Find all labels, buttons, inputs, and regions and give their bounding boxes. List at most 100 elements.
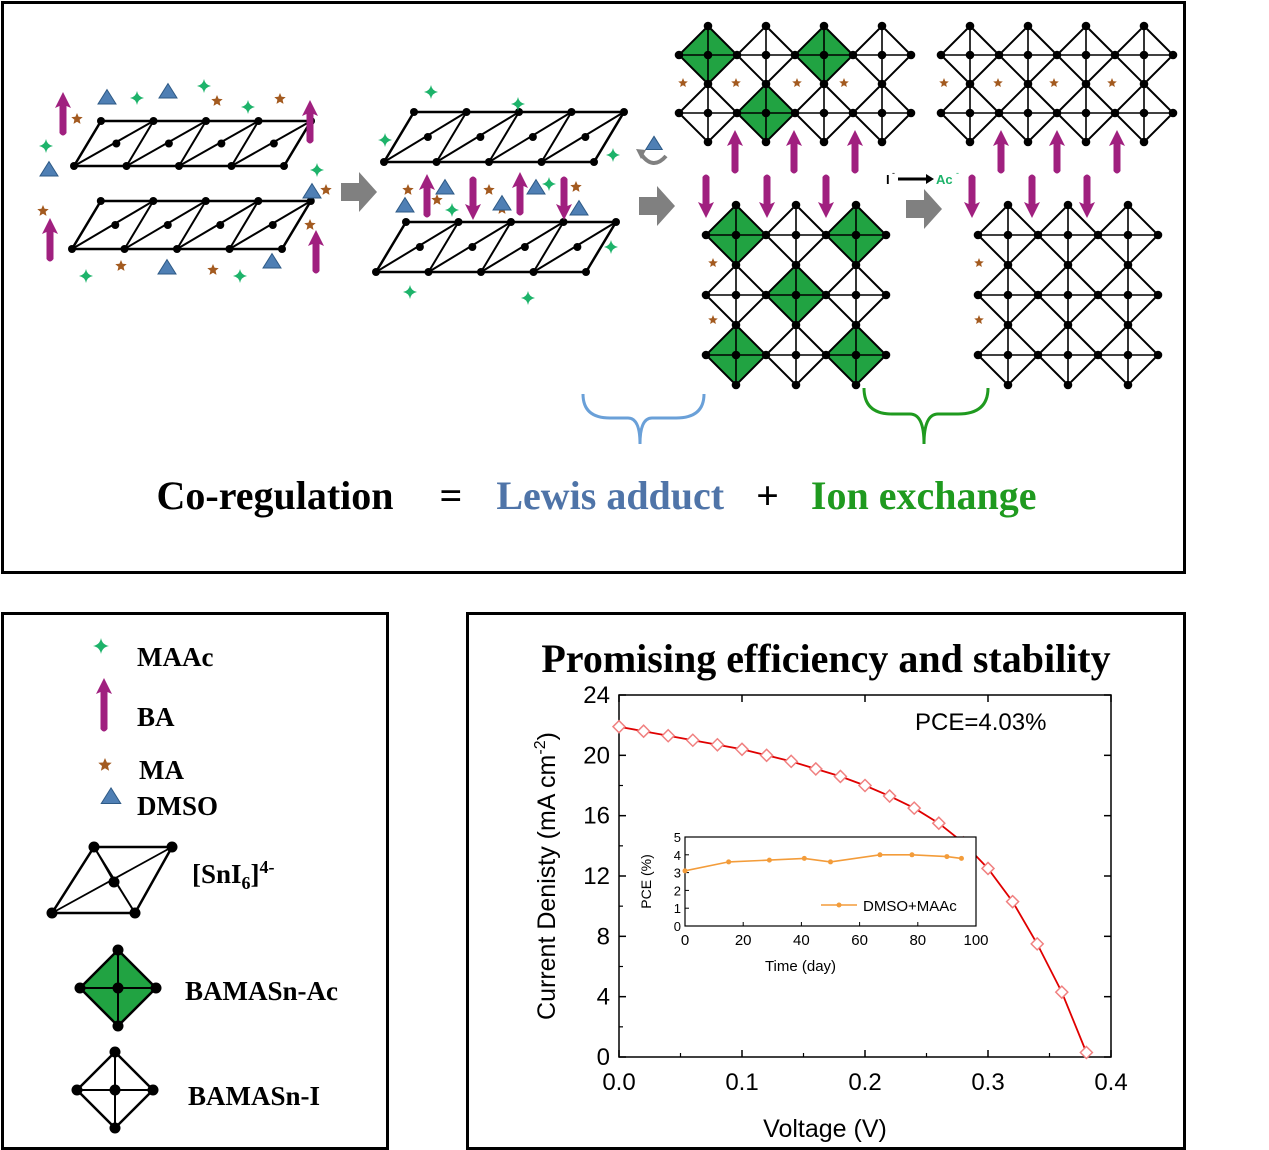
center-atom: [761, 108, 771, 118]
corner-atom: [906, 50, 916, 60]
corner-atom: [567, 108, 576, 116]
center-atom: [111, 221, 120, 229]
center-atom: [731, 290, 741, 300]
ma-icon: [974, 258, 984, 267]
inset-x-tick-label: 100: [963, 932, 988, 949]
ma-icon: [974, 315, 984, 324]
exchange-arrow-head: [926, 174, 934, 184]
corner-atom: [994, 50, 1004, 60]
bamasn-i-octahedron: [793, 82, 855, 144]
bamasn-i-octahedron: [939, 24, 1001, 86]
ma-icon: [274, 93, 286, 104]
dmso-icon: [395, 196, 415, 213]
maac-icon: [445, 203, 459, 217]
corner-atom: [761, 137, 771, 147]
sni6-label-part: 4-: [260, 857, 275, 877]
bamasn-i-octahedron: [1055, 24, 1117, 86]
corner-atom: [821, 350, 831, 360]
bamasn-ac-octahedron: [824, 323, 888, 387]
jv-data-point: [833, 769, 848, 784]
stage2-layer-bottom: [372, 218, 620, 276]
corner-atom: [1063, 260, 1073, 270]
center-atom: [731, 230, 741, 240]
corner-atom: [68, 245, 76, 253]
ba-arrow-shape: [847, 130, 863, 174]
center-atom: [1023, 108, 1033, 118]
center-atom: [703, 50, 713, 60]
legend-atom: [112, 982, 124, 994]
corner-atom: [306, 197, 315, 205]
corner-atom: [851, 200, 861, 210]
legend-atom: [71, 1084, 83, 1096]
layer-rung: [480, 221, 512, 273]
corner-atom: [1168, 50, 1178, 60]
layer-rung: [532, 221, 565, 273]
layer-rung: [540, 111, 573, 163]
inset-x-axis-label: Time (day): [765, 958, 836, 975]
inset-x-tick-label: 40: [793, 932, 810, 949]
corner-atom: [280, 162, 288, 170]
bamasn-i-octahedron: [976, 323, 1040, 387]
inset-frame: [684, 836, 977, 927]
ma-icon: [708, 258, 718, 267]
ba-icon: [818, 174, 834, 218]
center-atom: [819, 108, 829, 118]
inset-data-point: [944, 854, 950, 860]
center-atom: [877, 50, 887, 60]
jv-data-point: [907, 801, 922, 816]
ba-icon: [512, 172, 528, 216]
inset-legend-marker: [836, 902, 842, 908]
ba-arrow-shape: [512, 172, 528, 216]
maac-icon: [39, 139, 53, 153]
maac-icon: [604, 240, 618, 254]
corner-atom: [1033, 230, 1043, 240]
corner-atom: [703, 21, 713, 31]
corner-atom: [821, 230, 831, 240]
ba-icon: [302, 100, 318, 144]
jv-data-point: [1079, 1045, 1094, 1060]
corner-atom: [278, 245, 286, 253]
center-atom: [1023, 50, 1033, 60]
maac-icon: [403, 285, 417, 299]
corner-atom: [731, 260, 741, 270]
jv-data-point: [636, 724, 651, 739]
center-atom: [164, 139, 173, 148]
corner-atom: [1168, 108, 1178, 118]
ma-legend-label: MA: [139, 755, 184, 785]
ba-icon: [759, 174, 775, 218]
jv-data-point: [857, 778, 873, 793]
corner-atom: [477, 268, 485, 276]
sni6-atom: [166, 841, 178, 853]
bamasn-i-octahedron: [735, 24, 797, 86]
corner-atom: [1003, 380, 1013, 390]
legend-atom: [150, 982, 162, 994]
corner-atom: [881, 290, 891, 300]
jv-data-point: [882, 788, 897, 804]
corner-atom: [732, 50, 742, 60]
bamasn-i-octahedron: [824, 263, 888, 327]
corner-atom: [994, 108, 1004, 118]
bamasn-ac-legend-icon: [74, 944, 162, 1032]
corner-atom: [1052, 50, 1062, 60]
bamasn-i-octahedron: [851, 24, 913, 86]
corner-atom: [1153, 290, 1163, 300]
ba-icon: [419, 174, 435, 218]
bamasn-i-octahedron: [997, 24, 1059, 86]
dmso-icon: [569, 199, 589, 216]
corner-atom: [848, 108, 858, 118]
jv-data-point: [1030, 936, 1045, 951]
corner-atom: [227, 162, 236, 170]
center-atom: [1139, 108, 1149, 118]
center-atom: [520, 243, 529, 251]
sni6-legend-icon: [46, 841, 178, 919]
dmso-icon: [39, 160, 59, 177]
ba-legend-label: BA: [137, 702, 175, 732]
x-tick-label: 0.3: [971, 1069, 1004, 1096]
corner-atom: [1003, 260, 1013, 270]
process-arrow-icon: [906, 189, 942, 229]
x-tick-label: 0.2: [848, 1069, 881, 1096]
sni6-legend-label: [SnI6]4-: [192, 857, 275, 893]
corner-atom: [1153, 350, 1163, 360]
